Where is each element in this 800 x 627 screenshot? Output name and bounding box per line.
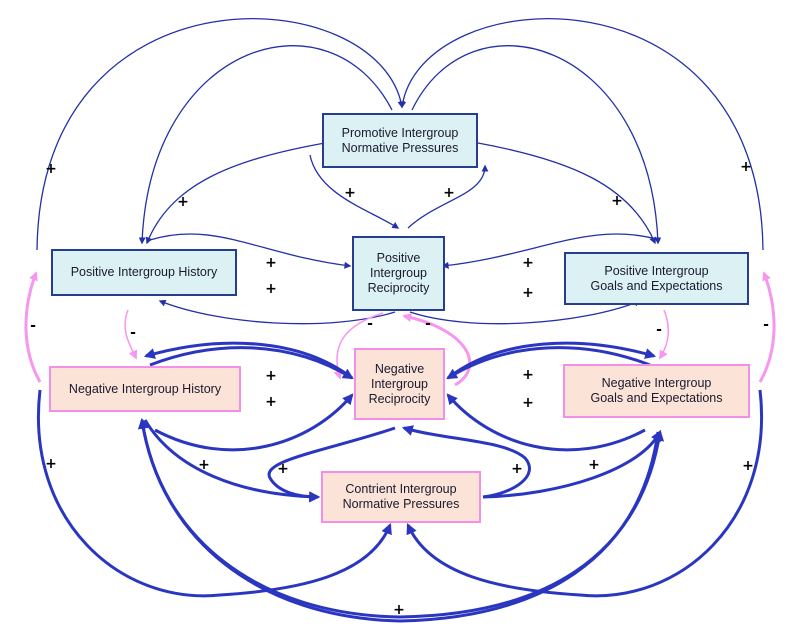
node-label-line: Contrient Intergroup: [345, 482, 457, 496]
link-promotive-to-positive-reciprocity: [309, 154, 400, 229]
node-label-line: Intergroup: [371, 376, 428, 391]
node-label-line: Negative: [374, 361, 425, 376]
positive-links: [36, 18, 764, 325]
polarity-plus: +: [265, 394, 277, 410]
polarity-plus: +: [393, 602, 405, 618]
node-label-line: Reciprocity: [368, 391, 431, 406]
node-label-line: Positive Intergroup History: [70, 265, 218, 279]
link-neg-history-to-neg-reciprocity-lower: [154, 393, 354, 452]
polarity-minus: -: [367, 316, 373, 332]
polarity-plus: +: [740, 159, 752, 175]
link-neg-history-to-contrient-outer: [37, 389, 392, 598]
polarity-plus: +: [198, 457, 210, 473]
link-neg-reciprocity-to-contrient: [267, 426, 396, 503]
link-promotive-to-positive-history-inner: [145, 142, 326, 245]
link-neg-reciprocity-to-neg-goals: [447, 341, 657, 380]
polarity-plus: +: [344, 185, 356, 201]
node-label-line: Goals and Expectations: [590, 278, 723, 293]
polarity-plus: +: [522, 285, 534, 301]
link-neg-reciprocity-to-neg-history: [143, 341, 353, 380]
link-positive-goals-to-promotive: [399, 18, 764, 251]
link-neg-history-to-contrient: [143, 419, 321, 503]
polarity-plus: +: [588, 457, 600, 473]
node-label-line: Negative Intergroup History: [68, 381, 222, 396]
polarity-plus: +: [265, 255, 277, 271]
node-label-line: Intergroup: [370, 266, 427, 280]
node-label-line: Negative Intergroup: [601, 376, 712, 390]
polarity-plus: +: [45, 161, 57, 177]
polarity-minus: -: [130, 325, 136, 341]
node-negative-intergroup-history: Negative Intergroup History: [49, 366, 241, 412]
polarity-plus: +: [522, 255, 534, 271]
polarity-plus: +: [265, 368, 277, 384]
link-positive-goals-to-positive-reciprocity: [441, 233, 661, 269]
link-contrient-to-neg-reciprocity: [401, 425, 531, 499]
link-positive-reciprocity-to-promotive: [407, 164, 489, 229]
link-contrient-to-neg-goals: [482, 430, 662, 499]
link-positive-history-to-positive-reciprocity: [149, 233, 352, 269]
link-promotive-to-positive-goals-inner: [477, 142, 656, 245]
node-label-line: Promotive Intergroup: [341, 125, 459, 140]
node-label-line: Positive: [376, 251, 421, 265]
polarity-minus: -: [30, 318, 36, 334]
node-positive-intergroup-reciprocity: Positive Intergroup Reciprocity: [352, 236, 445, 311]
link-neg-goals-to-pos-goals: [758, 271, 776, 383]
polarity-plus: +: [265, 281, 277, 297]
link-neg-goals-to-neg-reciprocity: [446, 346, 651, 380]
node-positive-intergroup-history: Positive Intergroup History: [51, 249, 237, 296]
node-label-line: Reciprocity: [367, 281, 430, 295]
link-promotive-to-positive-goals: [411, 45, 662, 245]
node-negative-intergroup-reciprocity: Negative Intergroup Reciprocity: [354, 348, 445, 420]
polarity-plus: +: [611, 193, 623, 209]
polarity-plus: +: [277, 461, 289, 477]
polarity-minus: -: [425, 316, 431, 332]
polarity-plus: +: [522, 367, 534, 383]
polarity-plus: +: [45, 456, 57, 472]
link-neg-history-to-neg-reciprocity: [149, 346, 354, 380]
link-neg-goals-to-neg-reciprocity-lower: [446, 393, 646, 452]
polarity-plus: +: [742, 458, 754, 474]
node-positive-intergroup-goals: Positive Intergroup Goals and Expectatio…: [564, 252, 749, 305]
link-promotive-to-positive-history: [138, 45, 393, 245]
link-pos-history-to-neg-history: [124, 309, 138, 360]
link-neg-history-to-pos-history: [24, 271, 42, 383]
polarity-plus: +: [177, 194, 189, 210]
link-neg-goals-to-neg-history-bottom: [137, 417, 660, 623]
negative-system-links: [37, 341, 763, 623]
node-contrient-normative-pressures: Contrient Intergroup Normative Pressures: [321, 471, 481, 523]
link-neg-goals-to-contrient-outer: [406, 389, 763, 598]
node-label-line: Normative Pressures: [341, 140, 459, 155]
node-label-line: Normative Pressures: [342, 497, 460, 511]
link-positive-history-to-promotive: [36, 18, 405, 251]
node-label-line: Goals and Expectations: [590, 391, 723, 405]
link-positive-reciprocity-to-positive-goals: [409, 299, 642, 325]
node-negative-intergroup-goals: Negative Intergroup Goals and Expectatio…: [563, 364, 750, 418]
link-neg-reciprocity-to-pos-reciprocity: [402, 313, 472, 387]
node-label-line: Positive Intergroup: [604, 263, 709, 278]
polarity-minus: -: [763, 317, 769, 333]
node-promotive-normative-pressures: Promotive Intergroup Normative Pressures: [322, 113, 478, 168]
link-pos-goals-to-neg-goals: [659, 309, 670, 360]
polarity-plus: +: [522, 395, 534, 411]
polarity-plus: +: [443, 185, 455, 201]
polarity-minus: -: [656, 322, 662, 338]
polarity-plus: +: [511, 461, 523, 477]
